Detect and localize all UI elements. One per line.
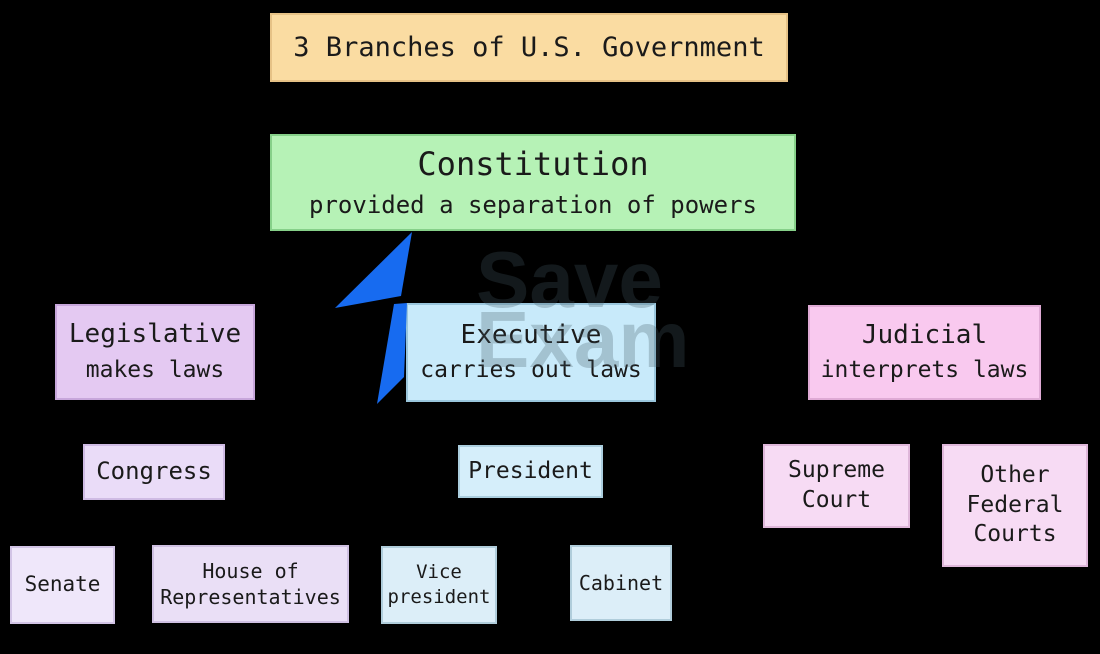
congress-label: Congress — [96, 457, 212, 486]
judicial-branch-box: Judicial interprets laws — [808, 305, 1041, 400]
vice-president-box: Vice president — [381, 546, 497, 624]
constitution-title: Constitution — [417, 145, 649, 184]
president-label: President — [468, 457, 593, 484]
supreme-court-box: Supreme Court — [763, 444, 910, 528]
other-federal-courts-box: Other Federal Courts — [942, 444, 1088, 567]
diagram-title: 3 Branches of U.S. Government — [293, 31, 765, 63]
title-box: 3 Branches of U.S. Government — [270, 13, 788, 82]
constitution-subtitle: provided a separation of powers — [309, 190, 757, 219]
legislative-title: Legislative — [68, 319, 242, 350]
cabinet-box: Cabinet — [570, 545, 672, 621]
house-of-representatives-box: House of Representatives — [152, 545, 349, 623]
house-of-representatives-label: House of Representatives — [160, 559, 341, 609]
executive-branch-box: Executive carries out laws — [406, 303, 656, 402]
cabinet-label: Cabinet — [578, 571, 664, 595]
constitution-box: Constitution provided a separation of po… — [270, 134, 796, 231]
congress-box: Congress — [83, 444, 225, 500]
supreme-court-label: Supreme Court — [788, 457, 885, 513]
legislative-branch-box: Legislative makes laws — [55, 304, 255, 400]
vice-president-label: Vice president — [387, 561, 491, 608]
executive-title: Executive — [460, 319, 602, 350]
executive-subtitle: carries out laws — [420, 357, 642, 384]
senate-label: Senate — [24, 572, 101, 597]
legislative-subtitle: makes laws — [85, 356, 225, 383]
judicial-subtitle: interprets laws — [820, 357, 1029, 384]
senate-box: Senate — [10, 546, 115, 624]
other-federal-courts-label: Other Federal Courts — [966, 461, 1064, 548]
president-box: President — [458, 445, 603, 498]
judicial-title: Judicial — [861, 319, 988, 350]
